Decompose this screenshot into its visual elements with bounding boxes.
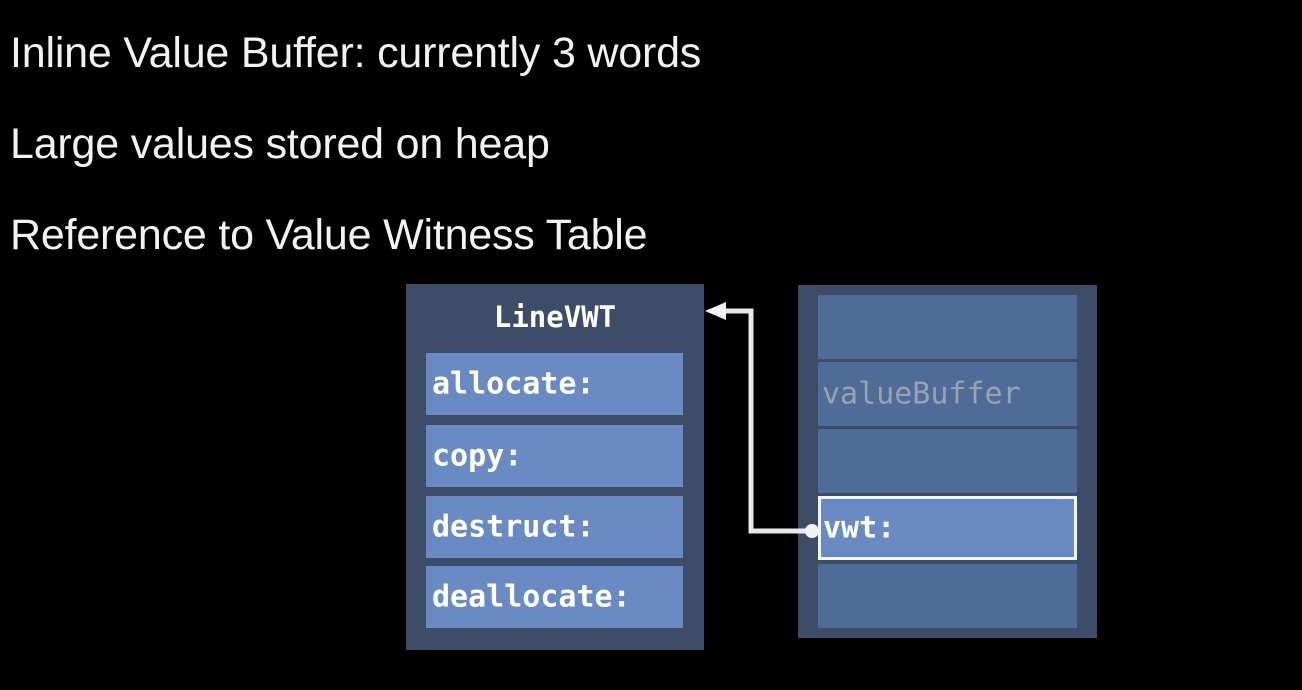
vwt-row-deallocate[interactable]: deallocate: [426,566,683,628]
instance-row-value-buffer[interactable]: valueBuffer [818,362,1077,426]
bullet-line-2: Large values stored on heap [10,120,550,168]
vwt-row-label: deallocate: [432,579,631,615]
line-vwt-title: LineVWT [493,300,617,334]
instance-row-empty-1[interactable] [818,295,1077,359]
bullet-line-1: Inline Value Buffer: currently 3 words [10,29,702,77]
bullet-list: Inline Value Buffer: currently 3 words L… [10,8,1190,281]
vwt-row-copy[interactable]: copy: [426,425,683,487]
vwt-row-label: destruct: [432,509,595,545]
bullet-line-3: Reference to Value Witness Table [10,211,648,259]
line-vwt-table: LineVWT allocate: copy: destruct: deallo… [406,284,704,650]
instance-row-label: vwt: [823,510,896,546]
connector-arrowhead-icon [705,302,726,320]
instance-row-vwt[interactable]: vwt: [818,496,1077,560]
instance-row-label: valueBuffer [822,376,1021,412]
instance-row-empty-3[interactable] [818,564,1077,628]
instance-row-empty-2[interactable] [818,429,1077,493]
vwt-row-destruct[interactable]: destruct: [426,496,683,558]
vwt-row-allocate[interactable]: allocate: [426,353,683,415]
vwt-row-label: allocate: [432,366,595,402]
existential-container-box: valueBuffer vwt: [798,285,1097,638]
vwt-row-label: copy: [432,438,523,474]
